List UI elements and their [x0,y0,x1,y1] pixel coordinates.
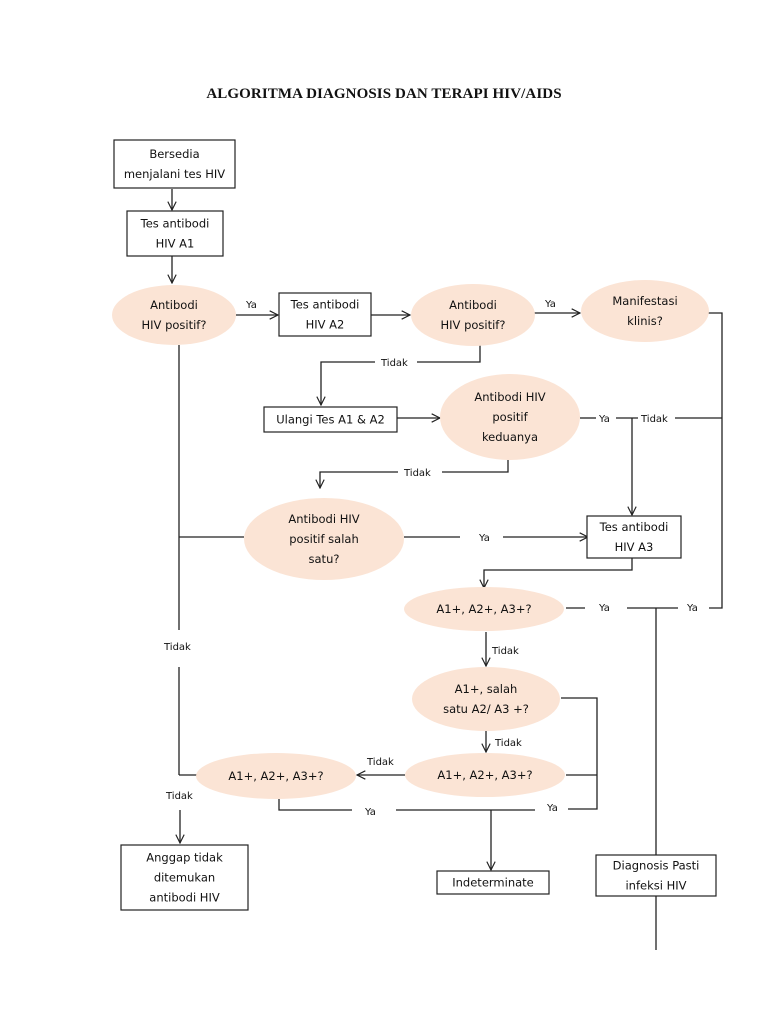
node-label: keduanya [482,430,538,444]
node-label: A1+, A2+, A3+? [228,769,323,783]
process-box [595,854,717,897]
node-label: Antibodi [449,298,497,312]
edge-label-ya: Ya [598,603,610,614]
node-bersedia: Bersedia menjalani tes HIV [113,139,236,189]
process-box [126,210,224,257]
decision-ellipse [411,284,535,346]
edge-dec3-ya [278,799,352,811]
node-label: Antibodi HIV [474,390,545,404]
edge-label-ya: Ya [598,414,610,425]
node-label: Indeterminate [452,876,533,890]
decision-ellipse [440,374,580,460]
edge-tidak-to-salah-satu [320,471,398,488]
node-label: Antibodi HIV [288,512,359,526]
edge-label-tidak: Tidak [163,642,191,653]
node-label: klinis? [627,314,663,328]
node-label: satu? [309,552,340,566]
decision-ellipse [404,587,564,631]
node-label: menjalani tes HIV [124,167,225,181]
node-anggap: Anggap tidak ditemukan antibodi HIV [120,844,249,911]
node-label: Tes antibodi [140,217,210,231]
node-label: HIV A1 [156,237,195,251]
node-label: HIV A3 [615,540,654,554]
edge-label-tidak: Tidak [491,646,519,657]
edge-label-ya: Ya [546,803,558,814]
node-label: A1+, A2+, A3+? [437,768,532,782]
node-label: HIV A2 [306,318,345,332]
node-label: A1+, A2+, A3+? [436,602,531,616]
edge-label-tidak: Tidak [403,468,431,479]
node-label: satu A2/ A3 +? [443,702,529,716]
edge-label-ya: Ya [478,533,490,544]
node-diagnosis: Diagnosis Pasti infeksi HIV [595,854,717,897]
decision-ellipse [244,498,404,580]
node-label: positif [492,410,528,424]
edge-a3-to-dec-a123 [484,558,633,588]
process-box [120,844,249,911]
node-dec-salah-satu: Antibodi HIV positif salah satu? [244,498,404,580]
node-label: positif salah [289,532,359,546]
node-label: Antibodi [150,298,198,312]
edge-label-ya: Ya [544,299,556,310]
node-label: antibodi HIV [149,891,220,905]
node-label: Ulangi Tes A1 & A2 [276,413,385,427]
edge-label-tidak: Tidak [494,738,522,749]
edge-tidak-to-ulangi [321,361,375,405]
decision-ellipse [412,667,560,731]
node-label: HIV positif? [142,318,207,332]
node-label: infeksi HIV [625,879,686,893]
node-label: Bersedia [149,147,199,161]
node-dec-a123-2: A1+, A2+, A3+? [405,753,565,797]
edge-label-ya: Ya [686,603,698,614]
node-dec-a123-3: A1+, A2+, A3+? [196,753,356,799]
node-label: A1+, salah [455,682,518,696]
edge-manifestasi-right [708,312,723,609]
process-box [113,139,236,189]
node-label: Tes antibodi [290,298,360,312]
process-box [278,292,372,337]
connectors [172,189,723,950]
decision-ellipse [196,753,356,799]
edge-labels: Ya Ya Tidak Ya Tidak Tidak Ya Ya Ya Tida… [163,299,698,818]
node-label: Manifestasi [612,294,677,308]
edge-keduanya-tidak [442,460,509,473]
node-label: Anggap tidak [146,851,223,865]
process-box [263,406,398,433]
edge-label-tidak: Tidak [366,757,394,768]
node-ulangi: Ulangi Tes A1 & A2 [263,406,398,433]
process-box [436,870,550,895]
edge-label-tidak: Tidak [380,358,408,369]
node-dec-a1-salah: A1+, salah satu A2/ A3 +? [412,667,560,731]
decision-ellipse [112,285,236,345]
edge-label-tidak: Tidak [640,414,668,425]
node-label: ditemukan [154,871,215,885]
edge-a1salah-right [561,697,598,810]
process-box [586,515,682,559]
edge-label-ya: Ya [364,807,376,818]
edge-label-tidak: Tidak [165,791,193,802]
node-dec-keduanya: Antibodi HIV positif keduanya [440,374,580,460]
decision-ellipse [581,280,709,342]
edge-dec2-tidak [417,345,481,363]
edge-label-ya: Ya [245,300,257,311]
node-dec-a123-1: A1+, A2+, A3+? [404,587,564,631]
decision-ellipse [405,753,565,797]
node-label: Diagnosis Pasti [613,859,700,873]
node-indeterminate: Indeterminate [436,870,550,895]
node-manifestasi: Manifestasi klinis? [581,280,709,342]
diagram-title: ALGORITMA DIAGNOSIS DAN TERAPI HIV/AIDS [206,86,562,102]
node-label: Tes antibodi [599,520,669,534]
node-label: HIV positif? [441,318,506,332]
